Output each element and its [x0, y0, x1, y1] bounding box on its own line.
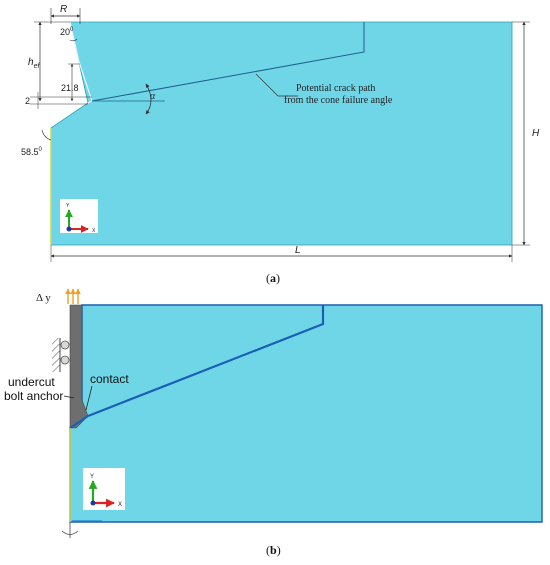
axis-x-label-a: X	[92, 228, 96, 234]
crack-label-line2: from the cone failure angle	[284, 95, 393, 106]
axis-origin-a	[66, 226, 72, 232]
dim-L-label: L	[295, 245, 301, 256]
dim-hef-label: hef	[28, 57, 40, 70]
axis-x-label-b: X	[118, 502, 122, 508]
panel-a: α Potential crack path from the cone fai…	[21, 4, 540, 285]
panel-b: Δ y contact undercut bolt anchor Y X (b)	[4, 288, 543, 557]
anchor-notch-a	[69, 21, 93, 104]
support-hatch	[52, 338, 60, 372]
crack-label-leader	[255, 73, 298, 97]
anchor-label-line2: bolt anchor	[4, 389, 63, 403]
anchor-leader	[63, 395, 75, 399]
dim-R-label: R	[60, 4, 67, 15]
alpha-arc	[145, 83, 152, 115]
delta-y-label: Δ y	[36, 292, 51, 304]
axis-y-label-b: Y	[90, 474, 94, 480]
anchor-label-line1: undercut	[8, 375, 55, 389]
concrete-block-b	[69, 304, 543, 523]
contact-leader	[85, 385, 93, 411]
crack-path-a	[91, 22, 365, 102]
dim-H-label: H	[532, 128, 540, 139]
angle-58-label: 58.50	[21, 147, 43, 157]
caption-b: (b)	[266, 543, 281, 557]
contact-label: contact	[90, 372, 129, 386]
angle-20-label: 200	[60, 27, 74, 37]
dim-2-label: 2	[25, 96, 30, 106]
alpha-label: α	[150, 91, 156, 102]
crack-path-b	[87, 305, 325, 418]
roller-2	[60, 355, 70, 365]
roller-1	[60, 340, 70, 350]
angle-20-arc	[69, 38, 78, 42]
axis-origin-b	[90, 500, 96, 506]
crack-bottom-b	[69, 415, 89, 429]
crack-label-line1: Potential crack path	[296, 83, 375, 94]
angle-58-arc	[41, 129, 52, 141]
axis-y-label-a: Y	[66, 203, 70, 209]
concrete-block-a	[50, 21, 513, 246]
dim-21-8-label: 21.8	[61, 83, 79, 93]
caption-a: (a)	[266, 271, 280, 285]
